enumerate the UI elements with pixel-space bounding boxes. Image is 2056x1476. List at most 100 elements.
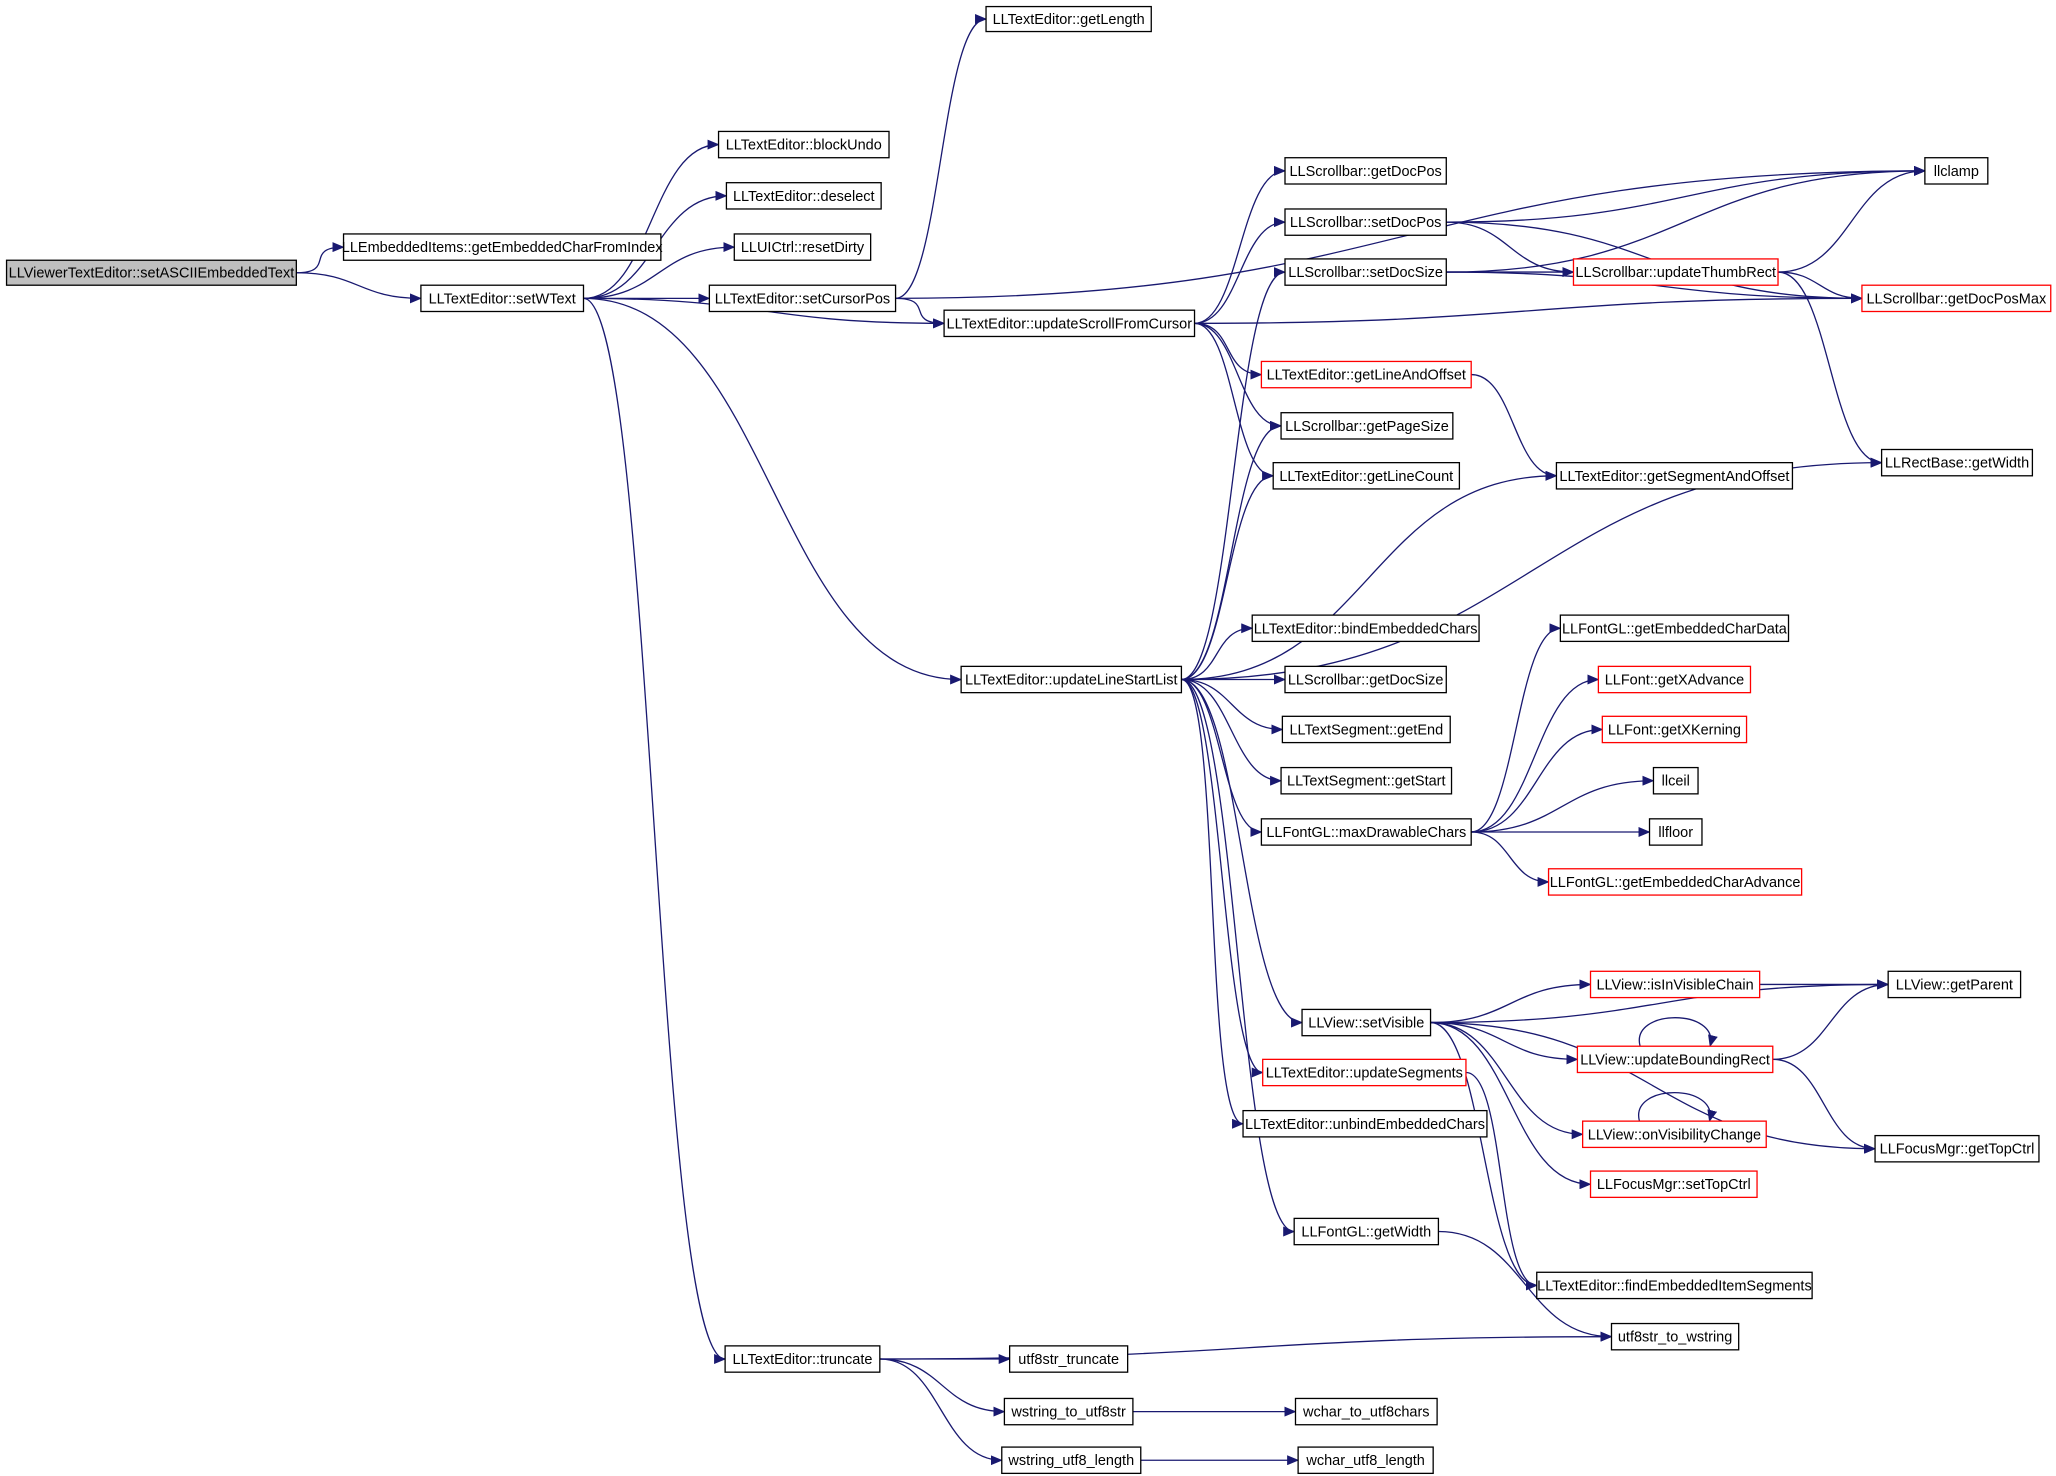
edge-setCursorPos-to-updateScrollFromCursor [895, 297, 946, 329]
edge-truncate-to-wstring_utf8_length [879, 1358, 1003, 1466]
edge-setVisible-to-onVisibilityChange [1430, 1021, 1584, 1140]
node-wchar_utf8_length[interactable]: wchar_utf8_length [1297, 1446, 1434, 1475]
edge-updateBoundingRect-to-getParent [1772, 979, 1890, 1061]
edge-maxDrawableChars-to-getXKerning [1471, 724, 1604, 833]
node-box [1610, 1322, 1740, 1351]
edge-updateLineStartList-to-rectGetWidth [1181, 457, 1883, 681]
node-wstring_utf8_length[interactable]: wstring_utf8_length [1001, 1446, 1142, 1475]
node-label: LLTextEditor::findEmbeddedItemSegments [1537, 1278, 1812, 1294]
node-bindEmbeddedChars[interactable]: LLTextEditor::bindEmbeddedChars [1251, 614, 1480, 643]
node-getXAdvance[interactable]: LLFont::getXAdvance [1597, 665, 1752, 694]
node-root[interactable]: LLViewerTextEditor::setASCIIEmbeddedText [5, 259, 297, 286]
edge-setVisible-to-getTopCtrl [1430, 1021, 1877, 1154]
node-box [1597, 665, 1752, 694]
node-getParent[interactable]: LLView::getParent [1887, 970, 2022, 999]
node-box [960, 665, 1183, 694]
node-unbindEmbeddedChars[interactable]: LLTextEditor::unbindEmbeddedChars [1242, 1109, 1488, 1138]
node-updateBoundingRect[interactable]: LLView::updateBoundingRect [1576, 1045, 1774, 1074]
node-deselect[interactable]: LLTextEditor::deselect [725, 182, 882, 210]
node-label: LLScrollbar::getDocPosMax [1866, 291, 2046, 307]
edge-setWText-to-blockUndo [583, 139, 720, 300]
edge-updateLineStartList-to-fontGetWidth [1181, 678, 1296, 1237]
node-getEmbeddedCharData[interactable]: LLFontGL::getEmbeddedCharData [1559, 614, 1790, 643]
node-box [1887, 970, 2022, 999]
node-segGetStart[interactable]: LLTextSegment::getStart [1280, 766, 1453, 795]
node-getDocPos[interactable]: LLScrollbar::getDocPos [1284, 157, 1447, 185]
node-maxDrawableChars[interactable]: LLFontGL::maxDrawableChars [1260, 818, 1472, 846]
node-label: wstring_utf8_length [1007, 1453, 1134, 1469]
edge-updateScrollFromCursor-to-getDocPosMax [1194, 293, 1863, 324]
node-box [1547, 868, 1803, 896]
node-utf8str_truncate[interactable]: utf8str_truncate [1008, 1345, 1129, 1373]
node-findEmbeddedItemSegments[interactable]: LLTextEditor::findEmbeddedItemSegments [1536, 1271, 1813, 1300]
node-label: LLTextEditor::getLineAndOffset [1267, 368, 1466, 384]
node-box [1874, 1134, 2040, 1163]
node-label: LLTextEditor::unbindEmbeddedChars [1245, 1117, 1485, 1133]
edge-updateLineStartList-to-segGetEnd [1181, 678, 1284, 735]
node-label: LLFontGL::getEmbeddedCharAdvance [1550, 875, 1801, 891]
node-updateLineStartList[interactable]: LLTextEditor::updateLineStartList [960, 665, 1183, 694]
node-blockUndo[interactable]: LLTextEditor::blockUndo [717, 130, 890, 159]
node-resetDirty[interactable]: LLUICtrl::resetDirty [733, 233, 872, 261]
node-setDocSize[interactable]: LLScrollbar::setDocSize [1284, 258, 1447, 286]
node-getEmbeddedCharFromIndex[interactable]: LLEmbeddedItems::getEmbeddedCharFromInde… [342, 233, 664, 261]
node-getTopCtrl[interactable]: LLFocusMgr::getTopCtrl [1874, 1134, 2040, 1163]
node-label: LLFont::getXAdvance [1605, 673, 1744, 689]
node-setWText[interactable]: LLTextEditor::setWText [420, 284, 585, 313]
node-llceil[interactable]: llceil [1652, 766, 1699, 795]
edge-onVisibilityChange-to-onVisibilityChange [1638, 1092, 1718, 1123]
node-updateScrollFromCursor[interactable]: LLTextEditor::updateScrollFromCursor [943, 309, 1196, 338]
edge-updateLineStartList-to-unbindEmbeddedChars [1181, 678, 1245, 1129]
node-box [1280, 412, 1454, 440]
edge-updateThumbRect-to-getDocPosMax [1778, 271, 1863, 304]
node-segGetEnd[interactable]: LLTextSegment::getEnd [1281, 715, 1451, 744]
node-label: llfloor [1658, 825, 1693, 841]
node-box [1260, 360, 1472, 389]
node-getLength[interactable]: LLTextEditor::getLength [985, 5, 1152, 33]
node-utf8str_to_wstring[interactable]: utf8str_to_wstring [1610, 1322, 1740, 1351]
node-fontGetWidth[interactable]: LLFontGL::getWidth [1293, 1217, 1440, 1246]
node-label: LLView::getParent [1896, 977, 2013, 993]
node-setVisible[interactable]: LLView::setVisible [1301, 1008, 1432, 1037]
node-getPageSize[interactable]: LLScrollbar::getPageSize [1280, 412, 1454, 440]
edge-updateThumbRect-to-llclamp [1778, 165, 1926, 273]
node-setCursorPos[interactable]: LLTextEditor::setCursorPos [708, 284, 897, 313]
node-getXKerning[interactable]: LLFont::getXKerning [1601, 715, 1748, 744]
edge-maxDrawableChars-to-getEmbeddedCharData [1471, 623, 1562, 833]
edge-setWText-to-updateLineStartList [583, 297, 963, 685]
edge-updateLineStartList-to-setDocSize [1181, 267, 1286, 681]
node-setDocPos[interactable]: LLScrollbar::setDocPos [1284, 208, 1447, 236]
node-box [1284, 665, 1447, 694]
edge-updateLineStartList-to-setVisible [1181, 678, 1304, 1028]
node-box [1003, 1397, 1134, 1426]
node-label: LLTextEditor::bindEmbeddedChars [1254, 621, 1478, 637]
node-onVisibilityChange[interactable]: LLView::onVisibilityChange [1581, 1120, 1767, 1149]
node-wchar_to_utf8chars[interactable]: wchar_to_utf8chars [1294, 1397, 1438, 1426]
node-wstring_to_utf8str[interactable]: wstring_to_utf8str [1003, 1397, 1134, 1426]
node-box [1008, 1345, 1129, 1373]
node-isInVisibleChain[interactable]: LLView::isInVisibleChain [1589, 970, 1761, 999]
node-getLineAndOffset[interactable]: LLTextEditor::getLineAndOffset [1260, 360, 1472, 389]
node-box [1652, 766, 1699, 795]
node-label: LLView::isInVisibleChain [1596, 977, 1753, 993]
node-llclamp[interactable]: llclamp [1924, 157, 1989, 185]
node-updateSegments[interactable]: LLTextEditor::updateSegments [1262, 1058, 1467, 1087]
node-getDocPosMax[interactable]: LLScrollbar::getDocPosMax [1861, 284, 2052, 313]
node-box [342, 233, 662, 261]
edge-setCursorPos-to-getLength [895, 14, 988, 300]
node-getDocSize[interactable]: LLScrollbar::getDocSize [1284, 665, 1447, 694]
node-setTopCtrl[interactable]: LLFocusMgr::setTopCtrl [1589, 1170, 1758, 1199]
node-truncate[interactable]: LLTextEditor::truncate [724, 1345, 881, 1373]
node-getEmbeddedCharAdvance[interactable]: LLFontGL::getEmbeddedCharAdvance [1547, 868, 1803, 896]
node-rectGetWidth[interactable]: LLRectBase::getWidth [1880, 448, 2034, 477]
node-label: LLFontGL::getEmbeddedCharData [1562, 621, 1788, 637]
node-box [1555, 461, 1794, 490]
node-llfloor[interactable]: llfloor [1648, 818, 1703, 846]
node-getSegmentAndOffset[interactable]: LLTextEditor::getSegmentAndOffset [1555, 461, 1794, 490]
node-getLineCount[interactable]: LLTextEditor::getLineCount [1272, 461, 1461, 490]
node-label: LLScrollbar::updateThumbRect [1575, 265, 1776, 281]
node-updateThumbRect[interactable]: LLScrollbar::updateThumbRect [1572, 258, 1779, 286]
edge-updateLineStartList-to-bindEmbeddedChars [1181, 623, 1254, 681]
node-label: LLScrollbar::setDocSize [1288, 265, 1443, 281]
